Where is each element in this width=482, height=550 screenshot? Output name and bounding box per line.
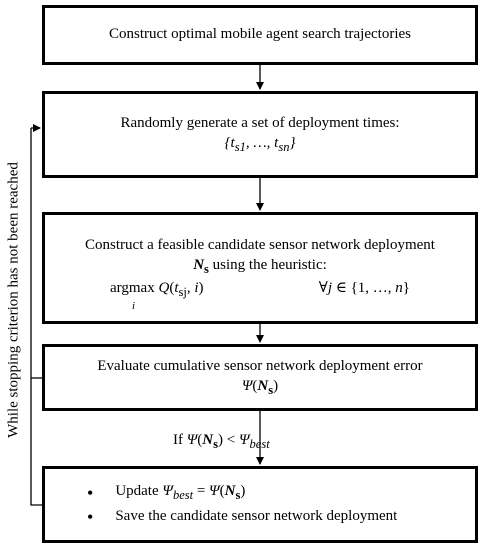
step-construct-trajectories: Construct optimal mobile agent search tr…: [42, 5, 478, 65]
bullet-icon: •: [87, 507, 94, 528]
step-construct-deployment: Construct a feasible candidate sensor ne…: [42, 212, 478, 324]
condition-label: If Ψ(Ns) < Ψbest: [173, 432, 270, 451]
step-construct-trajectories-text: Construct optimal mobile agent search tr…: [109, 26, 411, 43]
save-deployment-text: Save the candidate sensor network deploy…: [115, 508, 398, 525]
loop-label: While stopping criterion has not been re…: [5, 162, 22, 438]
deployment-error-formula: Ψ(Ns): [241, 377, 279, 397]
step-construct-deployment-line2: Ns using the heuristic:: [193, 256, 327, 276]
update-bullet-2: • Save the candidate sensor network depl…: [87, 507, 397, 527]
update-bullet-1: • Update Ψbest = Ψ(Ns): [87, 482, 245, 503]
step-evaluate-error: Evaluate cumulative sensor network deplo…: [42, 344, 478, 411]
update-best-text: Update Ψbest = Ψ(Ns): [115, 483, 246, 503]
step-construct-deployment-text: Construct a feasible candidate sensor ne…: [85, 237, 435, 253]
deployment-times-formula: {ts1, …, tsn}: [224, 134, 296, 154]
bullet-icon: •: [87, 482, 94, 503]
heuristic-constraint: ∀j ∈ {1, …, n}: [318, 279, 410, 296]
loop-arrow-line: [30, 128, 42, 506]
step-generate-times: Randomly generate a set of deployment ti…: [42, 91, 478, 178]
step-update-best: • Update Ψbest = Ψ(Ns) • Save the candid…: [42, 466, 478, 543]
step-generate-times-text: Randomly generate a set of deployment ti…: [120, 115, 400, 132]
step-evaluate-error-text: Evaluate cumulative sensor network deplo…: [97, 358, 423, 375]
